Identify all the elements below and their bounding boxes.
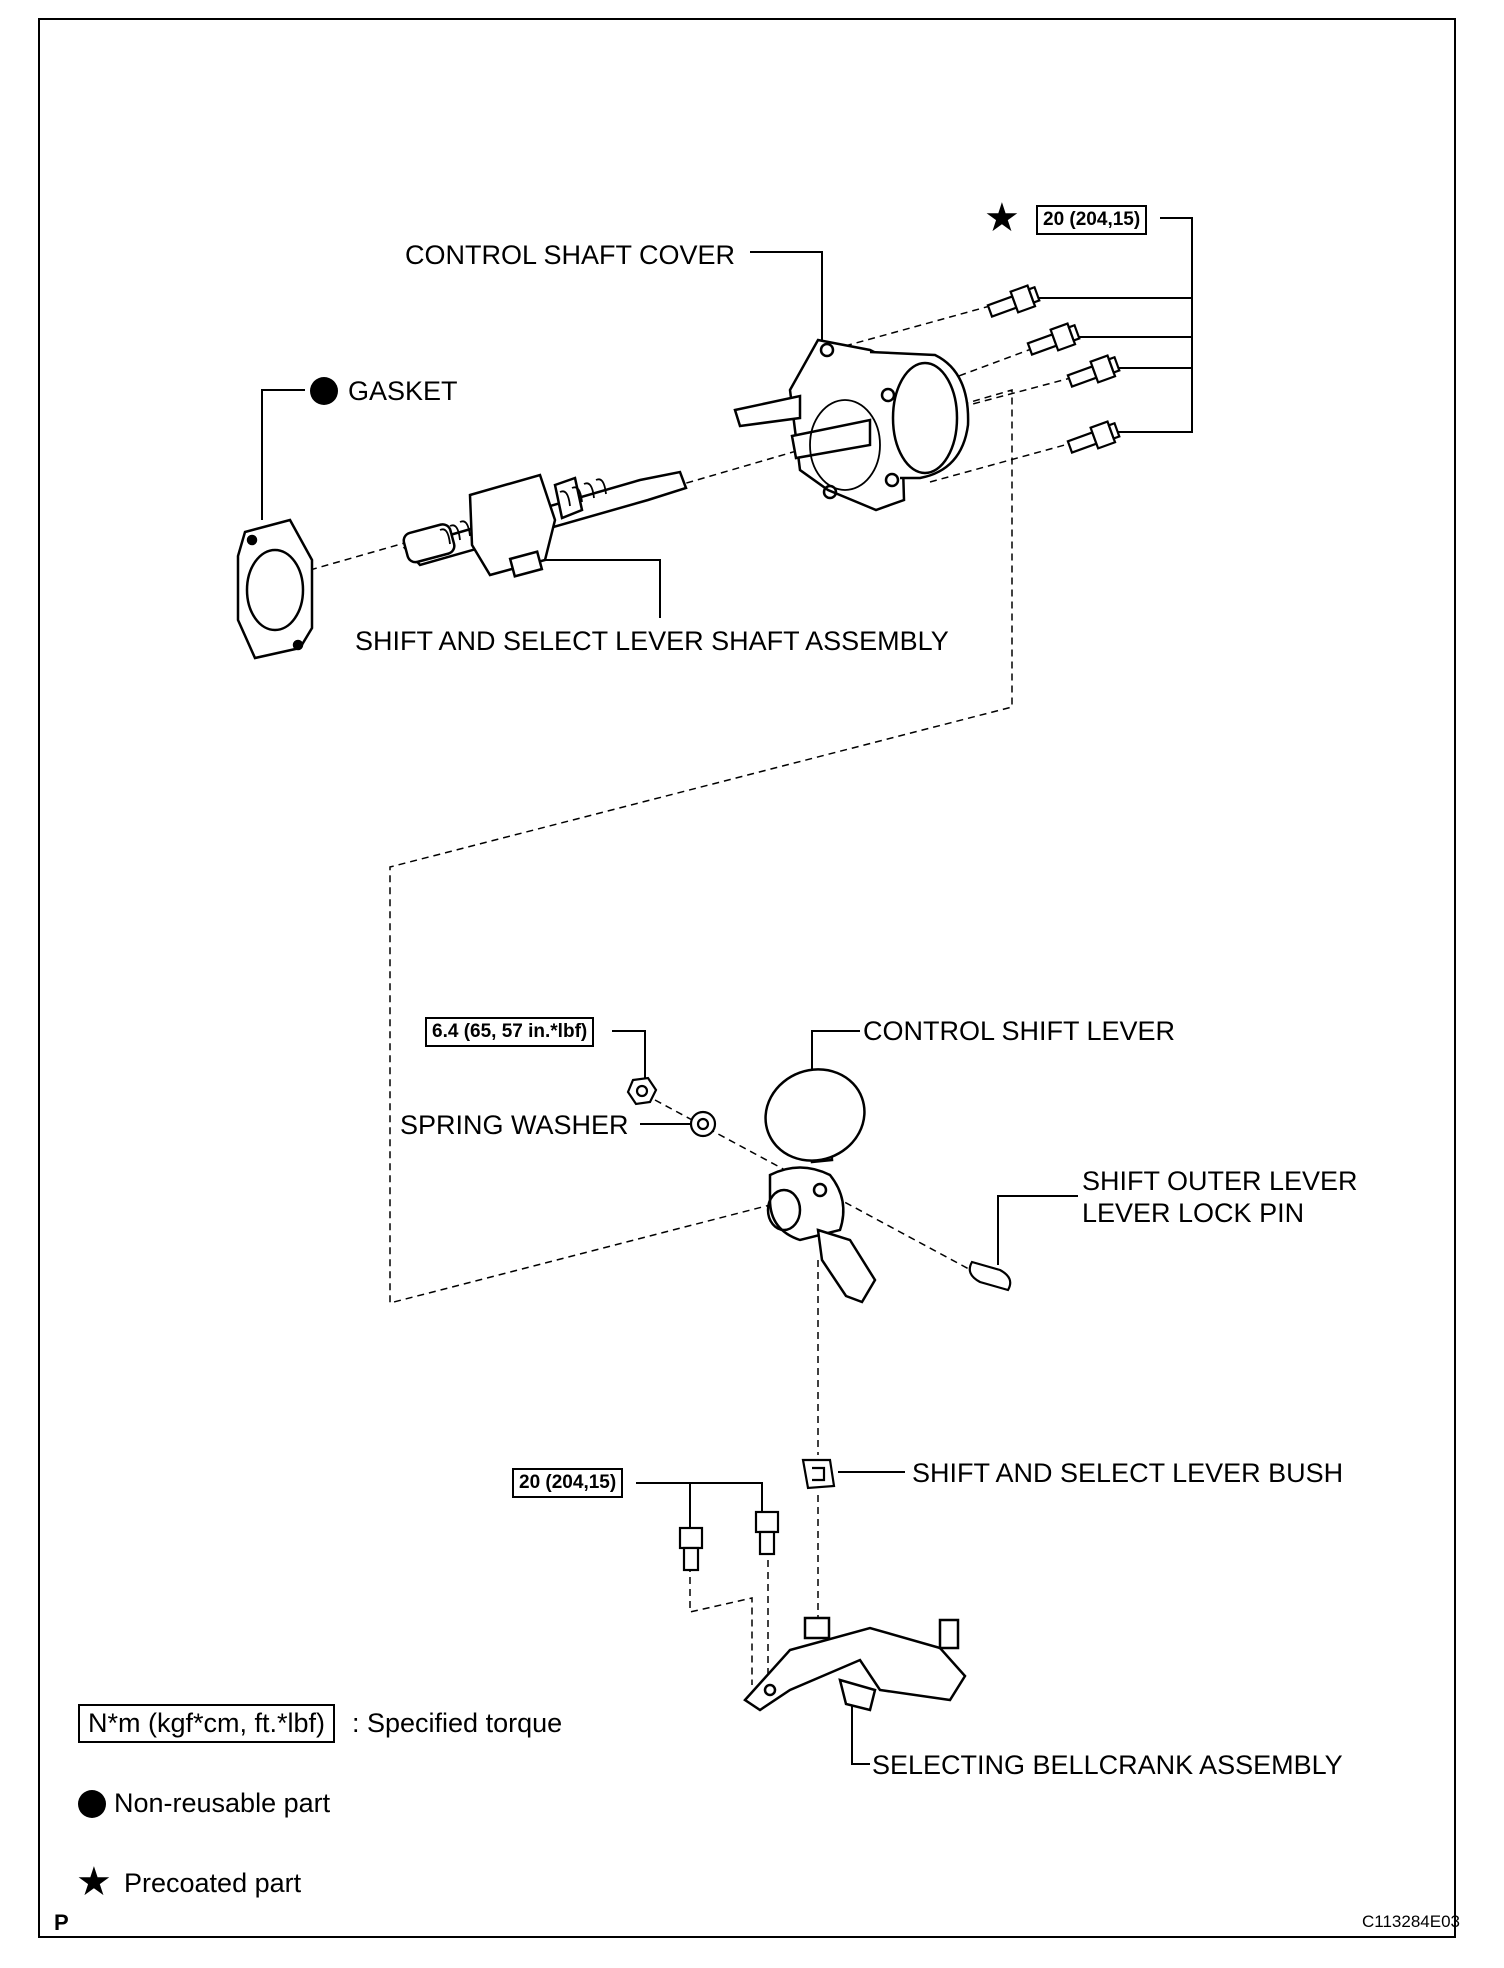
- leader-cover-torque: [1110, 217, 1193, 433]
- label-control-shift-lever: CONTROL SHIFT LEVER: [863, 1016, 1176, 1046]
- label-shift-select-shaft: SHIFT AND SELECT LEVER SHAFT ASSEMBLY: [355, 626, 949, 656]
- label-lock-pin-line1: SHIFT OUTER LEVER: [1082, 1166, 1358, 1196]
- lock-pin-part: [968, 1260, 1012, 1292]
- label-gasket: GASKET: [348, 376, 458, 406]
- torque-cover-bolts: 20 (204,15): [1036, 205, 1148, 235]
- torque-bellcrank-bolts: 20 (204,15): [512, 1468, 624, 1498]
- leader-lever-nut-torque: [612, 1030, 646, 1090]
- shift-select-shaft-part: [402, 470, 688, 578]
- label-bellcrank: SELECTING BELLCRANK ASSEMBLY: [872, 1750, 1343, 1780]
- page-letter: P: [54, 1910, 69, 1935]
- nonreusable-dot-icon: [310, 377, 338, 405]
- leader-shift-select-shaft: [520, 559, 661, 618]
- legend-precoated: Precoated part: [124, 1868, 302, 1898]
- diagram-frame: [38, 18, 1456, 1938]
- legend-torque-box: N*m (kgf*cm, ft.*lbf): [78, 1704, 336, 1743]
- control-shaft-cover-part: [733, 338, 970, 512]
- control-shift-lever-part: [764, 1068, 877, 1304]
- bellcrank-part: [743, 1616, 967, 1712]
- bellcrank-bolts: [678, 1510, 780, 1572]
- figure-code: C113284E03: [1362, 1912, 1460, 1931]
- label-spring-washer: SPRING WASHER: [400, 1110, 629, 1140]
- precoated-star-icon: ★: [984, 196, 1020, 240]
- spring-washer-part: [689, 1110, 717, 1138]
- cover-bolts: [986, 284, 1121, 454]
- legend-star-icon: ★: [76, 1860, 112, 1904]
- leader-control-shaft-cover: [750, 251, 823, 340]
- legend-nonreusable: Non-reusable part: [114, 1788, 331, 1818]
- torque-lever-nut: 6.4 (65, 57 in.*lbf): [425, 1017, 595, 1047]
- lever-nut: [626, 1076, 658, 1106]
- legend-torque-text: : Specified torque: [352, 1708, 563, 1738]
- label-lock-pin-line2: LEVER LOCK PIN: [1082, 1198, 1305, 1228]
- legend-dot-icon: [78, 1790, 106, 1818]
- label-lever-bush: SHIFT AND SELECT LEVER BUSH: [912, 1458, 1344, 1488]
- label-control-shaft-cover: CONTROL SHAFT COVER: [405, 240, 736, 270]
- gasket-part: [236, 518, 314, 660]
- leader-gasket: [261, 389, 305, 520]
- lever-bush-part: [801, 1458, 836, 1490]
